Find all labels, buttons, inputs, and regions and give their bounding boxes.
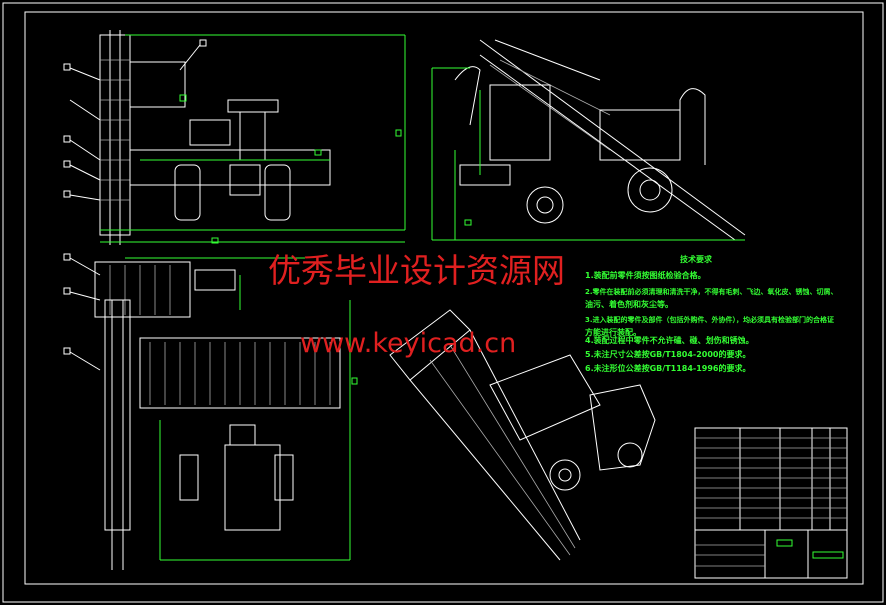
front-view	[63, 30, 406, 245]
top-view	[63, 253, 358, 570]
inner-frame	[24, 11, 864, 585]
tech-req-line: 1.装配前零件须按图纸检验合格。	[585, 270, 706, 280]
side-view	[431, 39, 746, 241]
tech-req-line: 4.装配过程中零件不允许磕、碰、划伤和锈蚀。	[585, 335, 754, 345]
tech-req-line: 6.未注形位公差按GB/T1184-1996的要求。	[585, 363, 751, 373]
technical-requirements: 技术要求 1.装配前零件须按图纸检验合格。 2.零件在装配前必须清理和清洗干净，…	[585, 254, 838, 373]
isometric-view	[389, 309, 656, 561]
tech-req-line: 3.进入装配的零件及部件（包括外购件、外协件），均必须具有检验部门的合格证	[585, 315, 834, 324]
tech-req-title: 技术要求	[680, 254, 713, 264]
tech-req-line: 方能进行装配。	[585, 327, 641, 337]
watermark-url: www.keyicad.cn	[300, 328, 516, 359]
tech-req-line: 2.零件在装配前必须清理和清洗干净，不得有毛刺、飞边、氧化皮、锈蚀、切屑、	[585, 287, 838, 296]
watermark-site-name: 优秀毕业设计资源网	[268, 251, 565, 290]
title-block	[694, 427, 848, 579]
tech-req-line: 油污、着色剂和灰尘等。	[585, 299, 673, 309]
tech-req-line: 5.未注尺寸公差按GB/T1804-2000的要求。	[585, 349, 751, 359]
